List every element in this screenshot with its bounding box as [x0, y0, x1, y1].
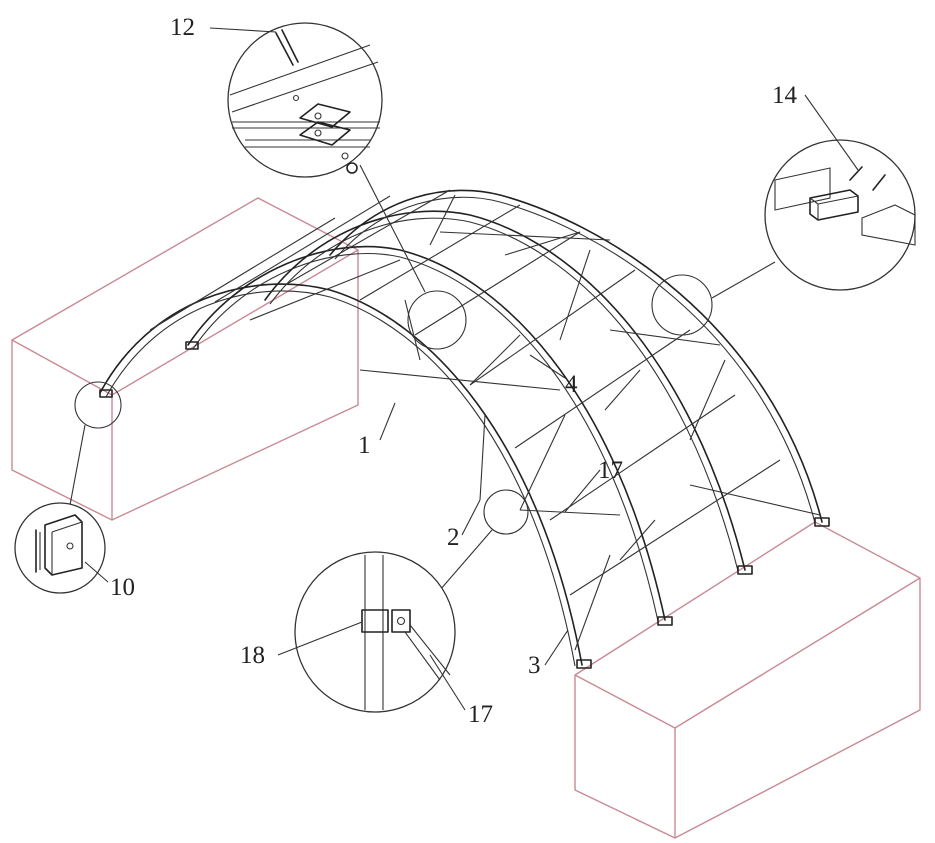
detail-marker-12 — [407, 290, 467, 350]
detail-marker-18 — [483, 489, 529, 535]
ref-label-17-detail: 17 — [468, 701, 493, 728]
purlins — [149, 189, 821, 596]
detail-connectors — [69, 164, 776, 591]
ref-label-17-main: 17 — [598, 457, 623, 484]
leader-lines — [84, 27, 859, 711]
arch-rib-back — [329, 189, 823, 524]
arch-rib-third — [264, 210, 746, 572]
detail-circle-base-bracket — [14, 502, 106, 594]
ref-label-1: 1 — [358, 432, 371, 459]
arch-rib-second — [187, 245, 666, 622]
detail-marker-14 — [651, 274, 713, 336]
ref-label-10: 10 — [110, 574, 135, 601]
detail-marker-10 — [74, 381, 122, 429]
ref-label-3: 3 — [528, 652, 541, 679]
detail-circle-clamp — [294, 551, 456, 713]
base-plates-left — [99, 341, 199, 398]
ref-label-2: 2 — [447, 524, 460, 551]
foundation-block-right — [574, 521, 921, 839]
detail-circle-bolt-plate — [227, 22, 383, 178]
ref-label-18: 18 — [240, 642, 265, 669]
ref-label-12: 12 — [170, 14, 195, 41]
ref-label-4: 4 — [565, 371, 578, 398]
base-plates-right — [576, 517, 830, 669]
diagonal-braces — [249, 194, 726, 651]
ref-label-14: 14 — [772, 82, 798, 109]
detail-circle-tube-joint — [764, 139, 916, 291]
arch-rib-front — [99, 283, 583, 667]
